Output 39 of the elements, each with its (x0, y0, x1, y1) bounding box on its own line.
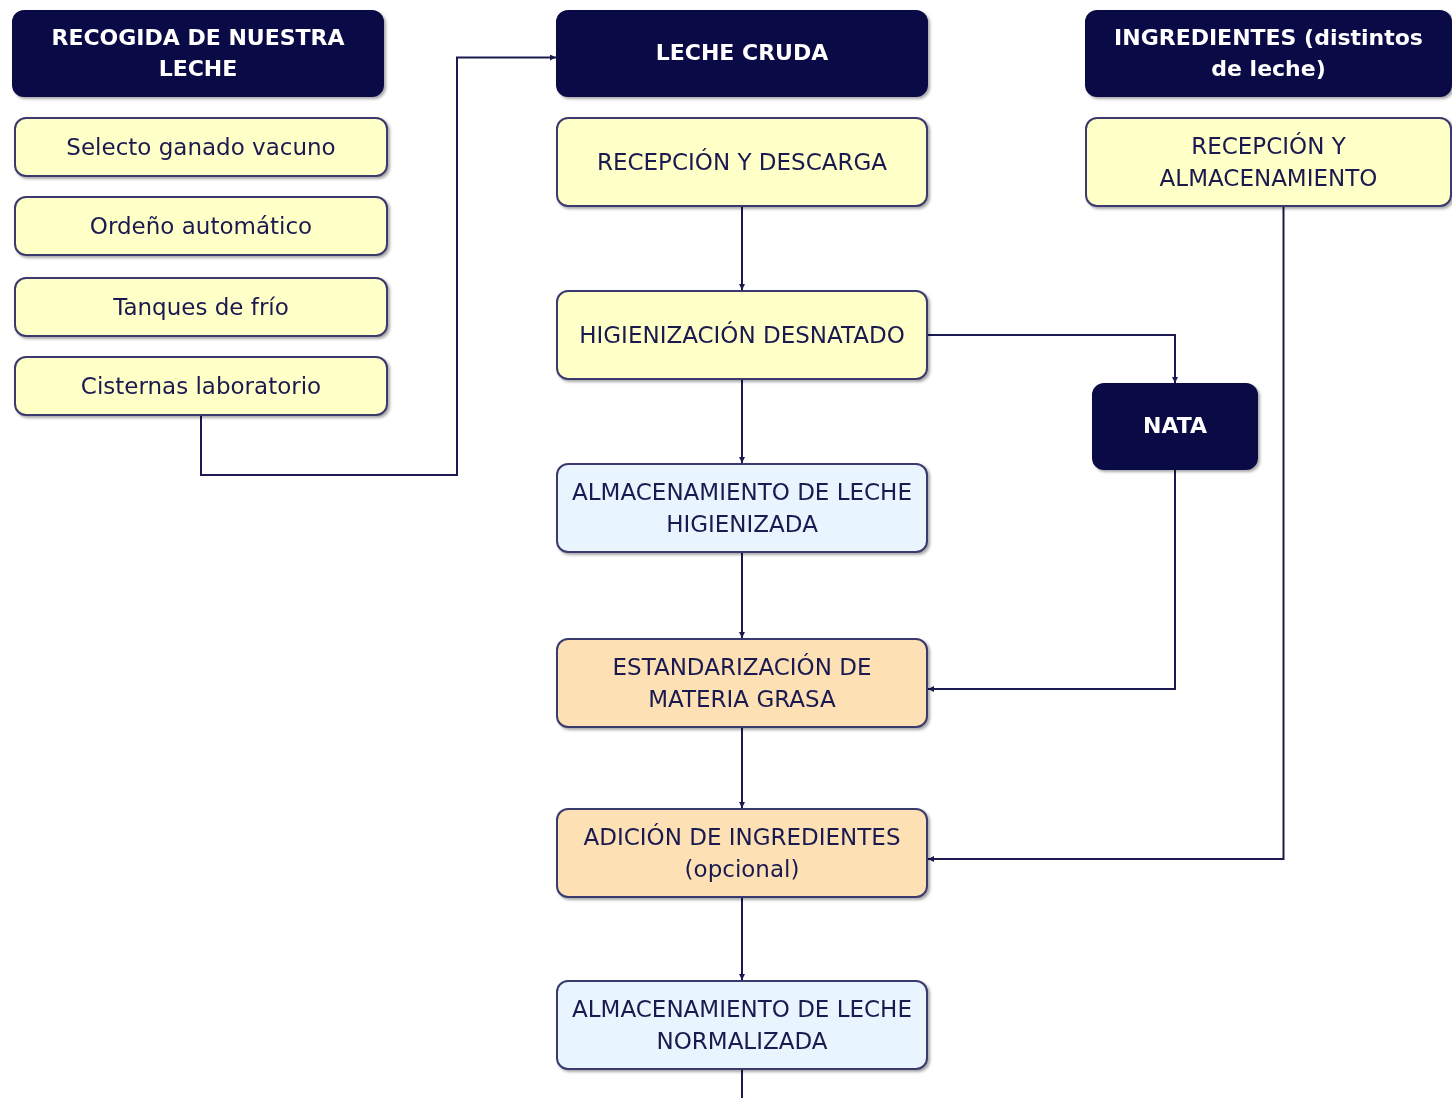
arrow (739, 727, 745, 809)
box-label: INGREDIENTES (distintos de leche) (1113, 23, 1424, 83)
header-box (1092, 383, 1258, 470)
process-box (1085, 117, 1452, 207)
process-box (556, 638, 928, 728)
arrow (739, 379, 745, 464)
header-box (12, 10, 384, 97)
storage-box (556, 980, 928, 1070)
process-box (14, 196, 388, 256)
arrow (739, 206, 745, 291)
box-label: ALMACENAMIENTO DE LECHE NORMALIZADA (571, 994, 913, 1056)
box-label: LECHE CRUDA (655, 39, 829, 68)
box-label: ADICIÓN DE INGREDIENTES (opcional) (582, 822, 902, 884)
arrow (927, 206, 1285, 862)
box-label: Tanques de frío (113, 292, 289, 322)
box-label: RECEPCIÓN Y ALMACENAMIENTO (1158, 131, 1379, 193)
box-label: Ordeño automático (89, 211, 313, 241)
process-box (14, 117, 388, 177)
box-label: RECEPCIÓN Y DESCARGA (597, 147, 887, 177)
arrow (200, 54, 557, 476)
process-box (14, 356, 388, 416)
process-box (556, 808, 928, 898)
process-box (14, 277, 388, 337)
box-label: RECOGIDA DE NUESTRA LECHE (50, 23, 346, 83)
process-box (556, 290, 928, 380)
box-label: Cisternas laboratorio (80, 371, 322, 401)
header-box (1085, 10, 1452, 97)
box-label: HIGIENIZACIÓN DESNATADO (579, 320, 905, 350)
box-label: ESTANDARIZACIÓN DE MATERIA GRASA (611, 652, 873, 714)
arrow (927, 334, 1178, 384)
box-label: ALMACENAMIENTO DE LECHE HIGIENIZADA (571, 477, 913, 539)
box-label: NATA (1142, 412, 1208, 441)
arrow (739, 552, 745, 639)
storage-box (556, 463, 928, 553)
header-box (556, 10, 928, 97)
arrow (739, 897, 745, 981)
process-box (556, 117, 928, 207)
arrow (927, 469, 1176, 692)
box-label: Selecto ganado vacuno (66, 132, 336, 162)
